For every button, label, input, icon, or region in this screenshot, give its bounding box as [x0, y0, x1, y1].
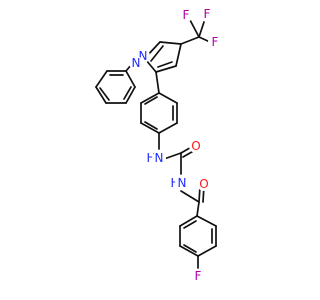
bond [189, 19, 200, 38]
atom-f-para: F [191, 269, 205, 283]
bond [183, 244, 197, 253]
bond [163, 152, 182, 160]
atom-n-pyrazole-left: N [129, 56, 143, 70]
bond [179, 215, 198, 227]
bond [196, 201, 200, 217]
label-backdrop [189, 139, 203, 153]
n-urea-label: N [155, 151, 164, 165]
bond [157, 61, 173, 68]
bond [179, 245, 199, 257]
f-top-label: F [183, 8, 190, 22]
bond [159, 41, 182, 45]
bond [197, 245, 217, 257]
atom-f-top: F [179, 8, 193, 22]
bond [158, 92, 178, 104]
o-amide-label: O [199, 177, 208, 191]
bond [125, 70, 136, 88]
chemical-structure-diagram: N N F F F H N [95, 7, 222, 283]
bond [183, 220, 197, 229]
f-bottom-label: F [212, 35, 219, 49]
bond [196, 215, 217, 227]
label-backdrop [152, 151, 166, 165]
label-backdrop [208, 35, 222, 49]
atom-n-urea: N [152, 151, 166, 165]
bond [95, 86, 107, 104]
atom-label-layer: N N F F F H N [129, 7, 222, 283]
bond [180, 36, 200, 45]
label-backdrop [197, 177, 211, 191]
n-pyrazole-left-label: N [132, 56, 141, 70]
bond [99, 87, 110, 101]
n-amide-label: N [178, 176, 187, 190]
bond [145, 59, 157, 73]
label-backdrop [129, 56, 143, 70]
atom-o-urea: O [189, 139, 203, 153]
atom-f-bottom: F [208, 35, 222, 49]
bond [155, 71, 160, 94]
label-backdrop [175, 176, 189, 190]
bond [198, 21, 205, 38]
label-backdrop [179, 8, 193, 22]
f-right-label: F [204, 7, 211, 21]
bond [180, 190, 200, 203]
atom-o-amide: O [197, 177, 211, 191]
bond [95, 70, 108, 88]
f-para-label: F [195, 269, 202, 283]
bond [175, 43, 182, 67]
bond [155, 65, 177, 73]
bond [140, 122, 160, 134]
bond [144, 96, 158, 105]
n-pyrazole-top-label: N [139, 49, 148, 63]
bond [125, 86, 136, 104]
bond [144, 121, 158, 130]
bond [140, 92, 160, 104]
label-backdrop [191, 269, 205, 283]
label-backdrop [200, 7, 214, 21]
atom-f-right: F [200, 7, 214, 21]
o-urea-label: O [191, 139, 200, 153]
structure-canvas: N N F F F H N [95, 7, 222, 283]
atom-n-amide: N [175, 176, 189, 190]
bond [150, 45, 164, 62]
bond [158, 122, 178, 134]
nh-urea-h-label: H [146, 151, 155, 165]
bond [123, 86, 132, 100]
